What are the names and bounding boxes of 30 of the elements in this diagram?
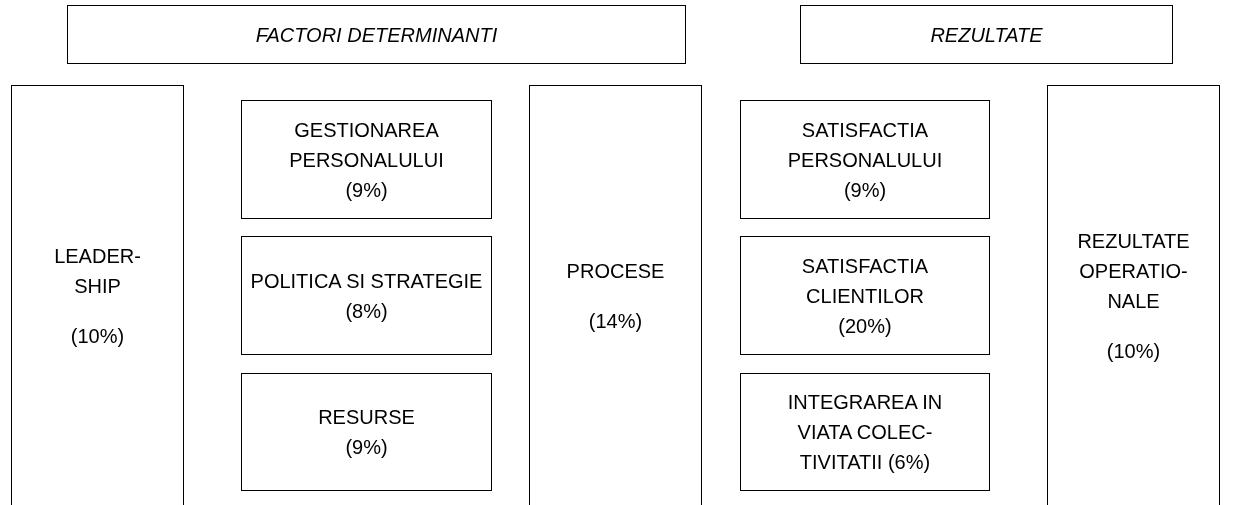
heading-text: REZULTATE (930, 22, 1043, 48)
box-label: (9%) (345, 435, 388, 460)
column-box (529, 85, 702, 505)
box-label: RESURSE (318, 405, 415, 430)
box-label: (14%) (588, 308, 643, 334)
box-label: (10%) (1106, 338, 1161, 364)
box-label: (9%) (345, 177, 388, 203)
box-label: INTEGRAREA IN VIATA COLEC- TIVITATII (6%) (786, 390, 944, 475)
box-label: (9%) (843, 177, 887, 203)
column-box (11, 85, 184, 505)
box-label: SATISFACTIA PERSONALULUI (786, 117, 944, 173)
heading-text: FACTORI DETERMINANTI (255, 22, 498, 48)
box-label: (20%) (838, 313, 892, 339)
text-box (241, 236, 492, 355)
box-label: POLITICA SI STRATEGIE (250, 268, 483, 294)
text-box (740, 100, 990, 219)
box-label: SATISFACTIA CLIENTILOR (800, 253, 930, 309)
column-box (1047, 85, 1220, 505)
box-label: (8%) (345, 298, 388, 324)
text-box (740, 236, 990, 355)
box-label: GESTIONAREA PERSONALULUI (288, 117, 445, 173)
header-box (800, 5, 1173, 64)
box-label: PROCESE (566, 258, 665, 284)
box-label: REZULTATE OPERATIO- NALE (1076, 228, 1191, 314)
text-box (740, 373, 990, 491)
box-label: LEADER- SHIP (53, 243, 142, 299)
text-box (241, 100, 492, 219)
text-box (241, 373, 492, 491)
header-box (67, 5, 686, 64)
box-label: (10%) (70, 323, 125, 349)
